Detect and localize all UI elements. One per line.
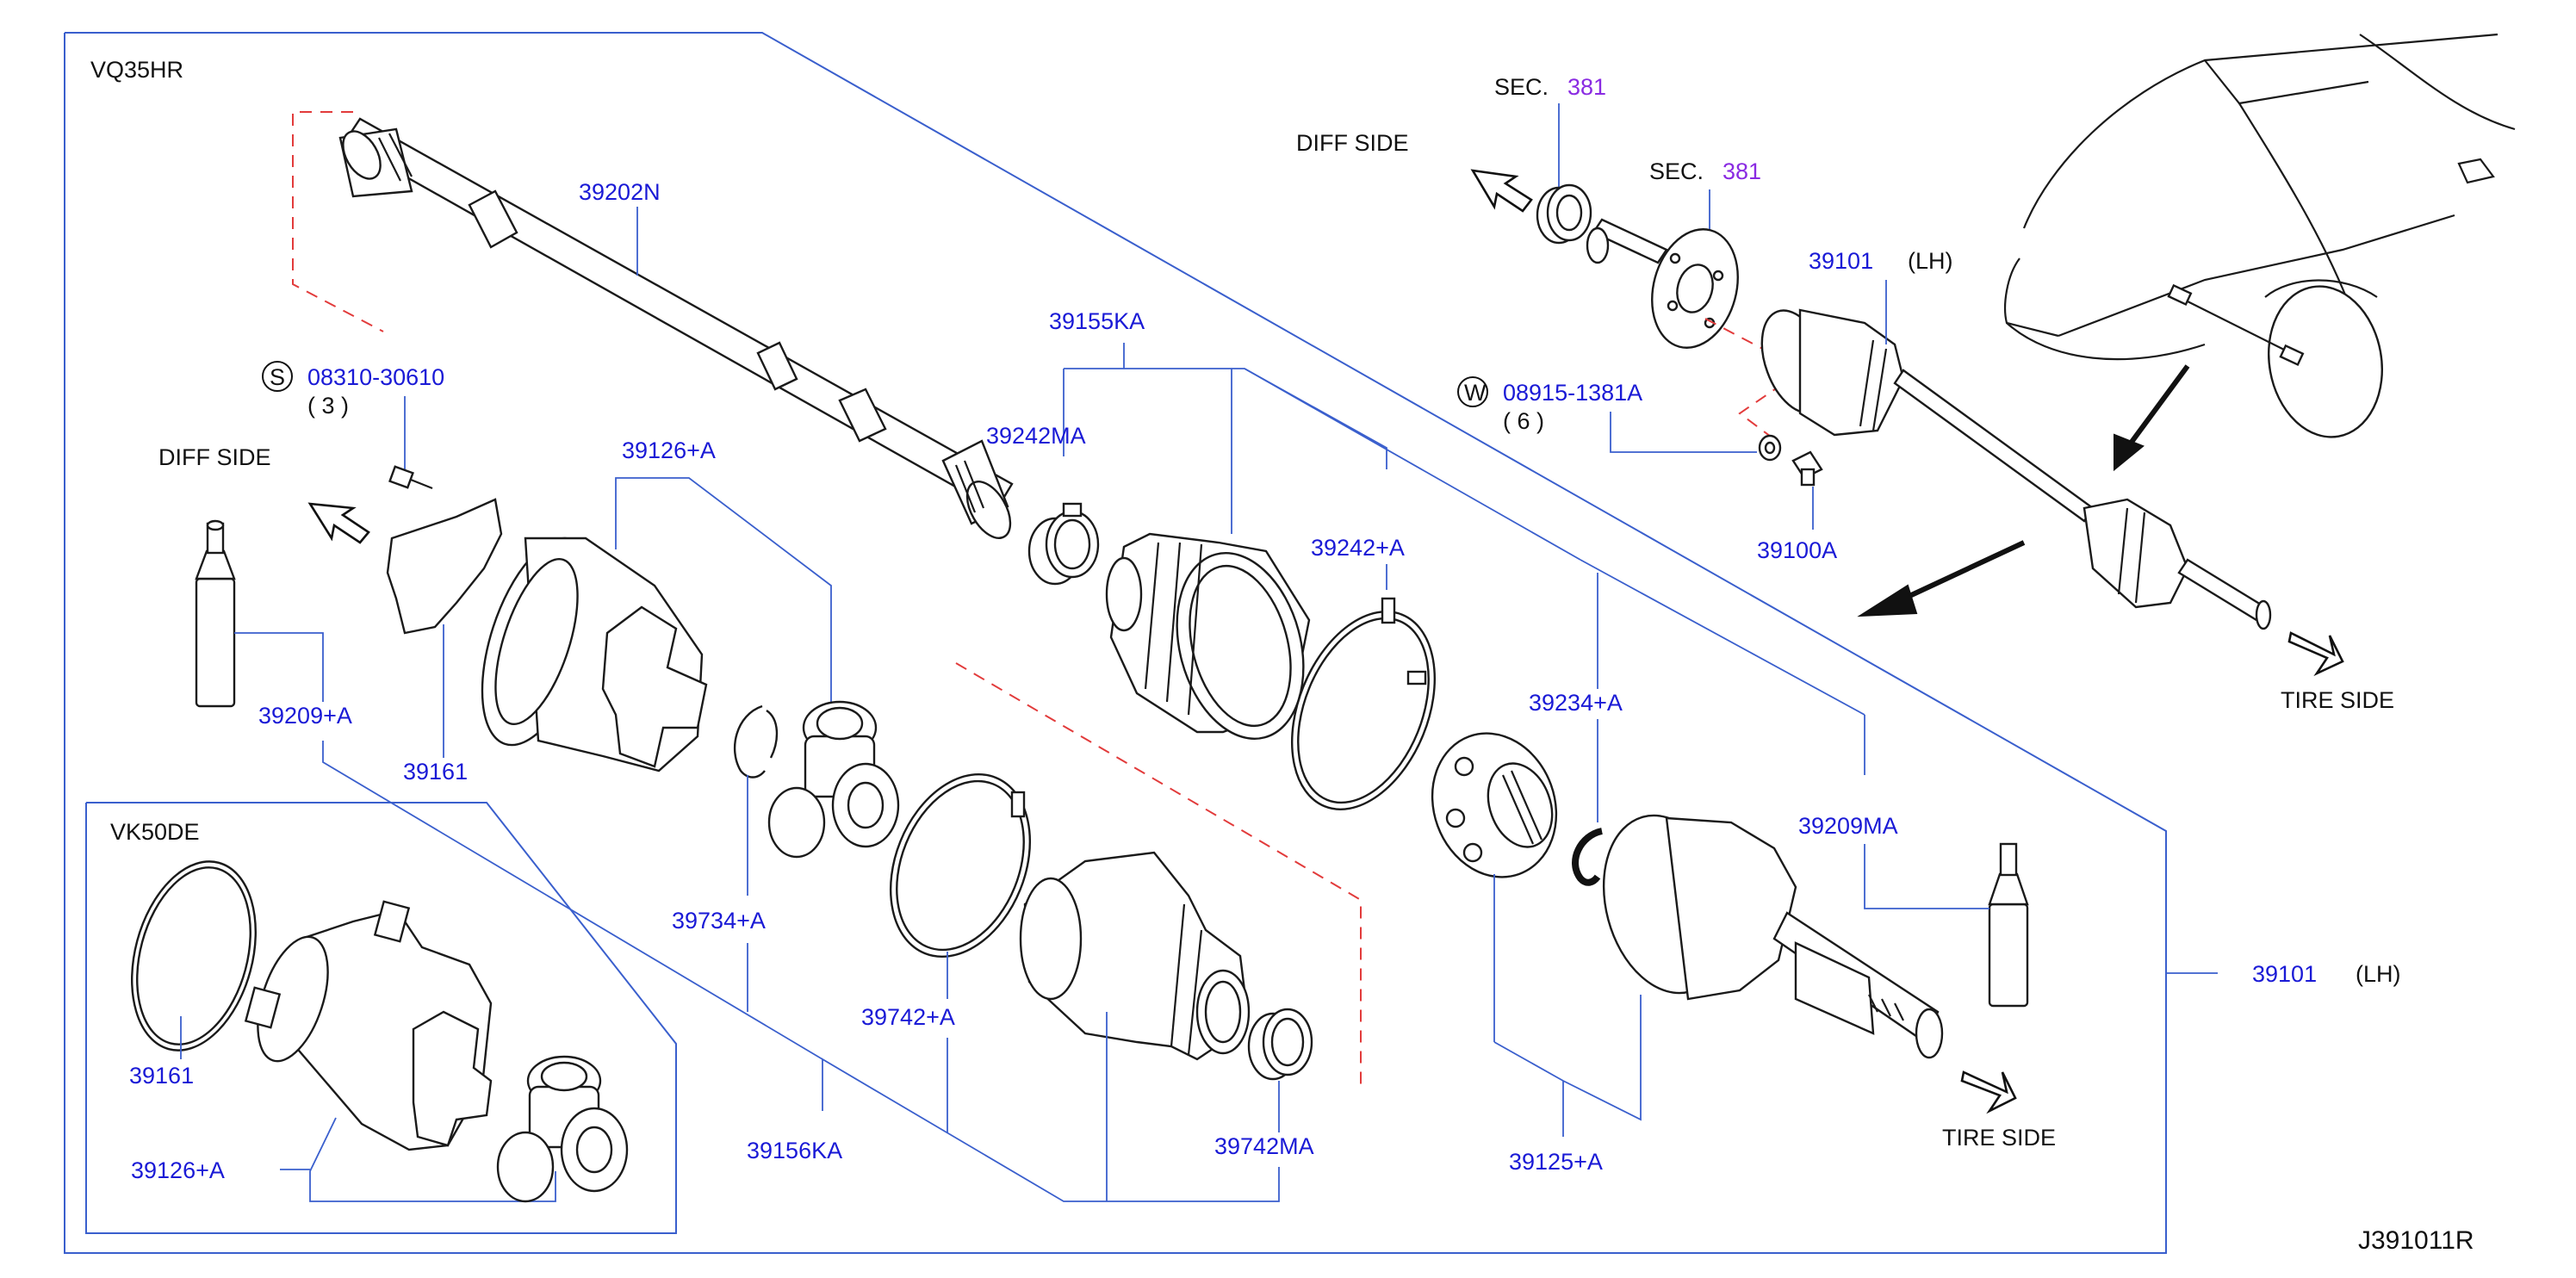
part-label-39101-lower[interactable]: 39101 [2252, 961, 2317, 987]
part-label-inset-39161[interactable]: 39161 [129, 1063, 194, 1089]
part-label-39234a[interactable]: 39234+A [1529, 690, 1623, 716]
inset-frame [85, 802, 677, 1234]
leader-39155ka [1064, 368, 1387, 469]
leader-39742ma-lower [822, 1058, 1280, 1202]
dashed-ref-line-middle [955, 662, 1362, 1089]
part-label-39161[interactable]: 39161 [403, 759, 468, 785]
symbol-w: W [1464, 380, 1487, 406]
sec-ref-2-number[interactable]: 381 [1723, 158, 1761, 184]
part-label-39155ka[interactable]: 39155KA [1049, 308, 1145, 334]
cv-boot-lower-39156ka [1019, 851, 1251, 1061]
joint-housing-39126a [481, 537, 708, 772]
grease-tube-39209a [195, 519, 236, 708]
part-label-39125a[interactable]: 39125+A [1509, 1149, 1603, 1175]
symbol-w-circle [1457, 376, 1488, 407]
part-label-08310-30610[interactable]: 08310-30610 [307, 364, 444, 390]
cv-boot-upper-39155ka [1105, 532, 1311, 740]
main-frame [64, 32, 2167, 1254]
part-label-08915-1381a[interactable]: 08915-1381A [1503, 380, 1642, 406]
diff-side-label-upper: DIFF SIDE [1296, 130, 1409, 156]
bolt-39100a [1791, 450, 1823, 487]
bolt-08310-30610 [388, 465, 433, 490]
snap-ring-inset-39161 [131, 860, 257, 1052]
part-label-39156ka[interactable]: 39156KA [747, 1138, 842, 1163]
section-label-vk50de: VK50DE [110, 819, 200, 845]
inner-race-cage [1431, 732, 1558, 878]
part-label-39242a[interactable]: 39242+A [1311, 535, 1405, 561]
symbol-s-circle [262, 361, 293, 392]
part-label-39209ma[interactable]: 39209MA [1798, 813, 1898, 839]
part-label-39734a[interactable]: 39734+A [672, 908, 766, 934]
gasket-plate-39161 [386, 498, 503, 635]
part-label-39742ma[interactable]: 39742MA [1214, 1133, 1314, 1159]
leader-39209ma [1864, 844, 1989, 909]
snap-ring-39734a [734, 704, 779, 779]
sec-ref-1-prefix: SEC. [1494, 74, 1549, 100]
sec-ref-1-number[interactable]: 381 [1567, 74, 1606, 100]
symbol-s: S [270, 364, 285, 390]
part-label-39742a[interactable]: 39742+A [861, 1004, 955, 1030]
seal-ring-sec381 [1536, 183, 1592, 245]
leader-inset-39126a [309, 1117, 556, 1202]
leader-39155ka-right2 [1580, 559, 1865, 716]
part-label-39202n[interactable]: 39202N [579, 179, 661, 205]
part-label-39101-lower-side: (LH) [2356, 961, 2401, 987]
circlip-39234a [1572, 828, 1604, 886]
grease-tube-39209ma [1988, 842, 2029, 1008]
part-label-39126a[interactable]: 39126+A [622, 437, 716, 463]
vehicle-illustration [2004, 33, 2516, 438]
small-clamp-39242ma [1027, 502, 1100, 586]
dashed-ref-line-shaft [292, 111, 384, 332]
band-clamp-39742a [889, 773, 1032, 958]
axle-shaft-39202n [338, 117, 1014, 539]
part-label-39209a[interactable]: 39209+A [258, 703, 352, 729]
part-label-39101-upper[interactable]: 39101 [1809, 248, 1873, 274]
tire-side-arrow-upper [2287, 631, 2344, 677]
part-label-inset-39126a[interactable]: 39126+A [131, 1157, 225, 1183]
tire-side-arrow-lower [1960, 1070, 2017, 1114]
stub-shaft-flange-sec381 [1586, 218, 1739, 349]
drive-shaft-assembly-39101 [1760, 308, 2272, 630]
diff-side-arrow-upper [1470, 169, 1533, 213]
small-clamp-39742ma [1247, 1008, 1313, 1081]
tire-side-label-upper: TIRE SIDE [2281, 687, 2394, 713]
joint-housing-inset-39126a [244, 900, 493, 1151]
tripod-spider-inset [496, 1055, 629, 1203]
leader-39126a [615, 477, 832, 702]
part-label-39242ma[interactable]: 39242MA [986, 423, 1086, 449]
tire-side-label-lower: TIRE SIDE [1942, 1125, 2056, 1151]
direction-arrow-car [2114, 364, 2190, 472]
dashed-ref-line-upper [1704, 318, 1788, 363]
diff-side-label-left: DIFF SIDE [158, 444, 271, 470]
sec-ref-2-prefix: SEC. [1649, 158, 1704, 184]
leader-39209a-to-39156ka [322, 741, 823, 1060]
diagram-id: J391011R [2358, 1226, 2474, 1255]
direction-arrow-large [1857, 540, 2026, 617]
qty-08915-1381a: ( 6 ) [1503, 408, 1544, 434]
outer-cv-joint-39125a [1602, 814, 1944, 1059]
tripod-spider-39126a [767, 700, 900, 859]
leader-39125a-bottom [1493, 995, 1642, 1121]
leader-08915 [1610, 412, 1757, 453]
part-label-39101-upper-side: (LH) [1908, 248, 1953, 274]
washer-08915-1381a [1758, 434, 1782, 462]
leader-39155ka-right [1244, 368, 1581, 561]
band-clamp-39242a [1290, 597, 1437, 810]
qty-08310-30610: ( 3 ) [307, 393, 349, 419]
diff-side-arrow-left [307, 502, 370, 544]
section-label-vq35hr: VQ35HR [90, 57, 183, 83]
part-label-39100a[interactable]: 39100A [1757, 537, 1837, 563]
leader-39209a [234, 632, 324, 702]
